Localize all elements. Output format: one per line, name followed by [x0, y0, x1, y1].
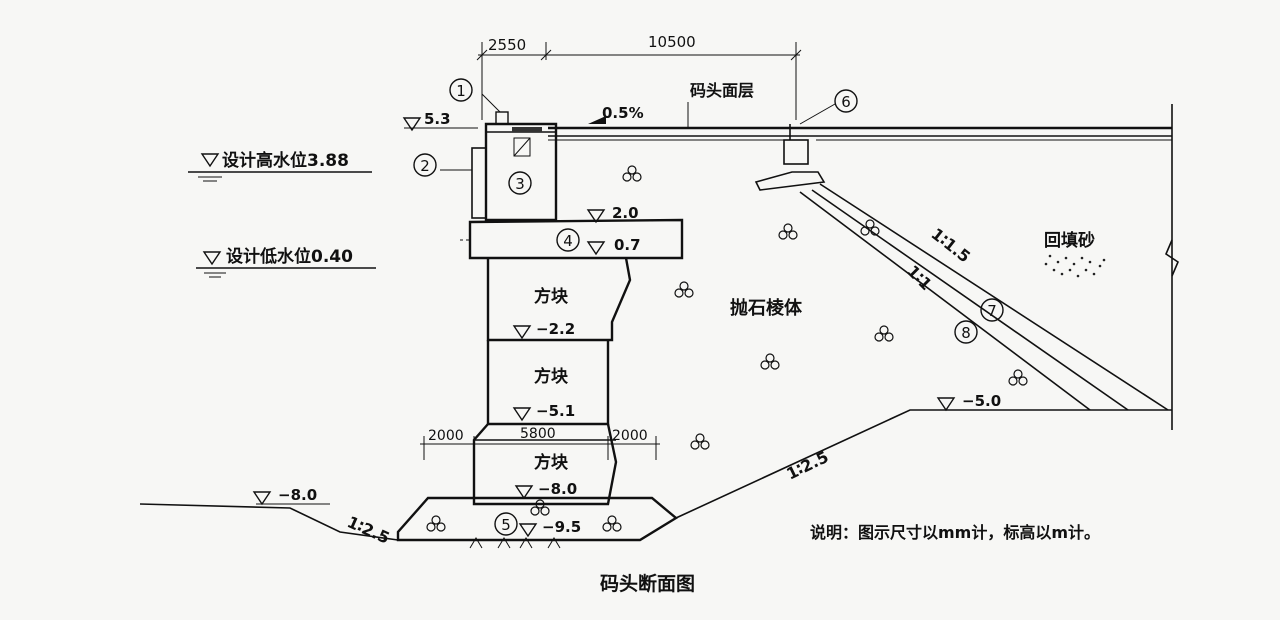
elevation-marker-icon: [512, 407, 532, 422]
stone-cluster-icon: [602, 515, 622, 532]
foundation-bed: [139, 409, 1172, 549]
svg-text:3: 3: [515, 175, 525, 193]
stone-cluster-icon: [860, 219, 880, 236]
elevation-beam-bottom: 0.7: [586, 236, 641, 256]
block-wall: 方块 方块 方块: [472, 257, 632, 506]
svg-text:6: 6: [841, 93, 851, 111]
elevation-marker-icon: [514, 485, 534, 500]
low-water-level: 设计低水位0.40: [226, 246, 353, 267]
stone-cluster-icon: [622, 165, 642, 182]
stone-cluster-icon: [778, 223, 798, 240]
low-water-marker-icon: [202, 251, 222, 266]
elevation-block3-bottom: −8.0: [514, 480, 577, 500]
svg-text:1: 1: [456, 82, 466, 100]
wall-cap: [481, 93, 558, 222]
elevation-marker-icon: [586, 241, 606, 256]
svg-text:8: 8: [961, 324, 971, 342]
block-label-1: 方块: [534, 286, 569, 307]
rubble-prism-label: 抛石棱体: [730, 297, 803, 319]
marker-1: 1: [449, 78, 473, 102]
elevation-marker-icon: [586, 209, 606, 224]
bench-dimensions: 2000 5800 2000: [420, 426, 660, 460]
fender: [440, 147, 487, 219]
backfill-sand-dots: [1044, 254, 1106, 278]
dim-bench-left: 2000: [428, 428, 464, 444]
marker-3: 3: [508, 171, 532, 195]
elevation-marker-icon: [936, 397, 956, 412]
dim-span: 10500: [648, 33, 696, 51]
dim-base-width: 5800: [520, 426, 556, 442]
elevation-block1-bottom: −2.2: [512, 320, 575, 340]
slope-1-1.5: 1∶1.5: [928, 224, 975, 266]
stone-cluster-icon: [690, 433, 710, 450]
drawing-note: 说明：图示尺寸以mm计，标高以m计。: [810, 523, 1100, 542]
elevation-marker-icon: [512, 325, 532, 340]
elevation-value: 0.7: [614, 236, 641, 254]
svg-text:5: 5: [501, 516, 511, 534]
high-water-level: 设计高水位3.88: [222, 150, 349, 171]
elevation-bed-bottom: −9.5: [518, 518, 581, 538]
svg-text:4: 4: [563, 232, 573, 250]
beam: [460, 218, 684, 260]
grade-label: 0.5%: [602, 104, 644, 122]
elevation-marker-icon: [252, 491, 272, 506]
marker-4: 4: [556, 228, 580, 252]
elevation-seabed: −8.0: [252, 486, 330, 506]
elevation-crest: 5.3: [402, 110, 478, 132]
elevation-value: −5.1: [536, 402, 575, 420]
stone-clusters: [426, 165, 1028, 532]
block-label-3: 方块: [534, 452, 569, 473]
stone-cluster-icon: [1008, 369, 1028, 386]
backfill-sand-label: 回填砂: [1044, 230, 1095, 251]
water-levels: 设计高水位3.88 设计低水位0.40: [188, 150, 376, 278]
slope-1-1: 1∶1: [903, 261, 936, 294]
elevation-value: −8.0: [538, 480, 577, 498]
deck: 码头面层 0.5%: [548, 81, 1179, 430]
elevation-value: −2.2: [536, 320, 575, 338]
stone-cluster-icon: [760, 353, 780, 370]
elevation-value: −8.0: [278, 486, 317, 504]
top-dimension: 2550 10500: [476, 33, 802, 120]
elevation-markers: 5.3 2.0 0.7 −2.2 −5.1 −8.0 −8.0 −9.5 −5.0: [252, 110, 1001, 538]
svg-text:2: 2: [420, 157, 430, 175]
elevation-slope-toe: −5.0: [936, 392, 1001, 412]
stone-cluster-icon: [530, 499, 550, 516]
slope-1-2.5-left: 1∶2.5: [344, 512, 392, 547]
elevation-value: 5.3: [424, 110, 451, 128]
marker-5: 5: [494, 512, 518, 536]
elevation-value: −5.0: [962, 392, 1001, 410]
elevation-value: 2.0: [612, 204, 639, 222]
surface-layer-label: 码头面层: [690, 81, 754, 100]
slope-1-2.5-right: 1∶2.5: [783, 447, 831, 483]
dim-bench-right: 2000: [612, 428, 648, 444]
marker-2: 2: [413, 153, 437, 177]
bollard-icon: [495, 111, 509, 125]
stone-cluster-icon: [674, 281, 694, 298]
elevation-block2-bottom: −5.1: [512, 402, 575, 422]
block-label-2: 方块: [534, 366, 569, 387]
elevation-marker-icon: [402, 117, 422, 132]
rubble-prism: [754, 124, 1169, 411]
marker-7: 7: [980, 298, 1004, 322]
elevation-value: −9.5: [542, 518, 581, 536]
elevation-cap-bottom: 2.0: [586, 204, 639, 224]
elevation-marker-icon: [518, 523, 538, 538]
marker-8: 8: [954, 320, 978, 344]
stone-cluster-icon: [426, 515, 446, 532]
dim-cap-width: 2550: [488, 36, 526, 54]
stone-cluster-icon: [874, 325, 894, 342]
high-water-marker-icon: [200, 153, 220, 168]
drawing-caption: 码头断面图: [600, 572, 695, 595]
marker-6: 6: [799, 89, 858, 125]
grade-arrow-icon: [588, 116, 606, 124]
svg-text:7: 7: [987, 302, 997, 320]
